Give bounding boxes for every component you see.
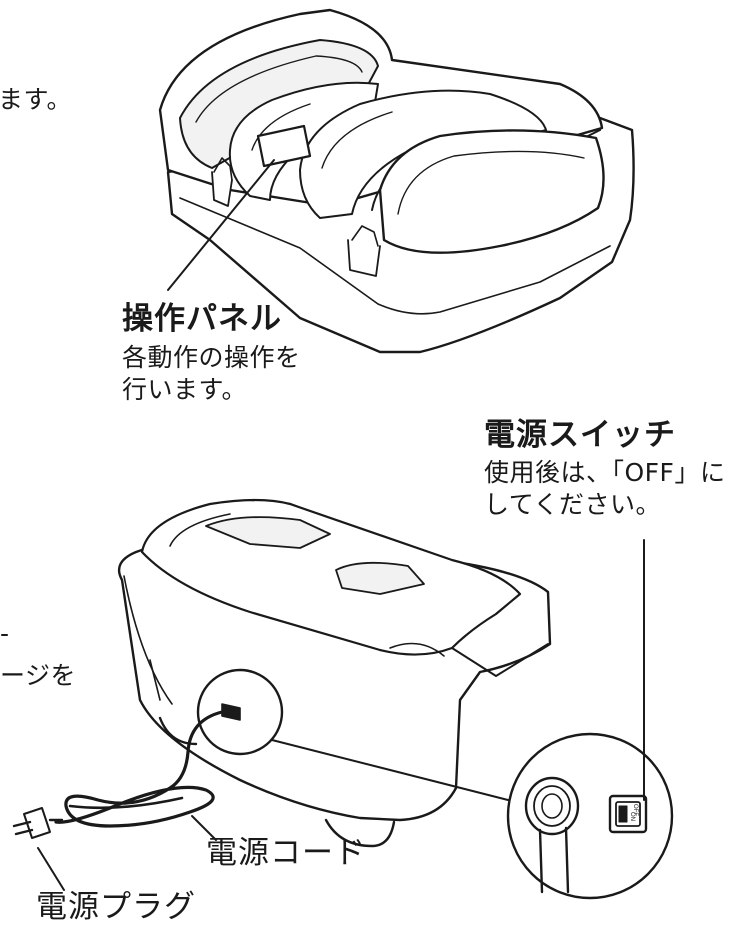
plug-leader-line — [37, 847, 65, 891]
magnifier-source-circle — [196, 668, 284, 756]
power-plug — [12, 807, 64, 839]
power-switch-desc-line2: してください。 — [484, 490, 662, 519]
power-plug-label: 電源プラグ — [36, 889, 196, 925]
magnified-switch-detail — [506, 732, 674, 900]
massager-top-view — [158, 8, 635, 354]
panel-desc-line2: 行います。 — [122, 375, 248, 404]
fragment-mid-left: ージを — [0, 661, 77, 690]
power-switch-title: 電源スイッチ — [484, 417, 676, 453]
panel-leader-line — [167, 159, 275, 291]
fragment-mid-left-mark: - — [0, 619, 10, 648]
power-switch-desc-line1: 使用後は、「OFF」に — [484, 458, 726, 487]
switch-on-text: ON — [629, 812, 635, 821]
power-cord-label: 電源コード — [206, 835, 366, 871]
operation-panel-shape — [256, 124, 312, 168]
panel-desc-line1: 各動作の操作を — [122, 343, 301, 372]
cord-leader-line — [191, 815, 217, 841]
power-cord — [54, 710, 224, 828]
magnifier-connector — [271, 739, 509, 801]
switch-off-text: OFF — [632, 804, 638, 816]
massager-rear-view — [117, 498, 552, 848]
fragment-top-left: ます。 — [0, 85, 73, 114]
panel-title: 操作パネル — [122, 301, 282, 337]
